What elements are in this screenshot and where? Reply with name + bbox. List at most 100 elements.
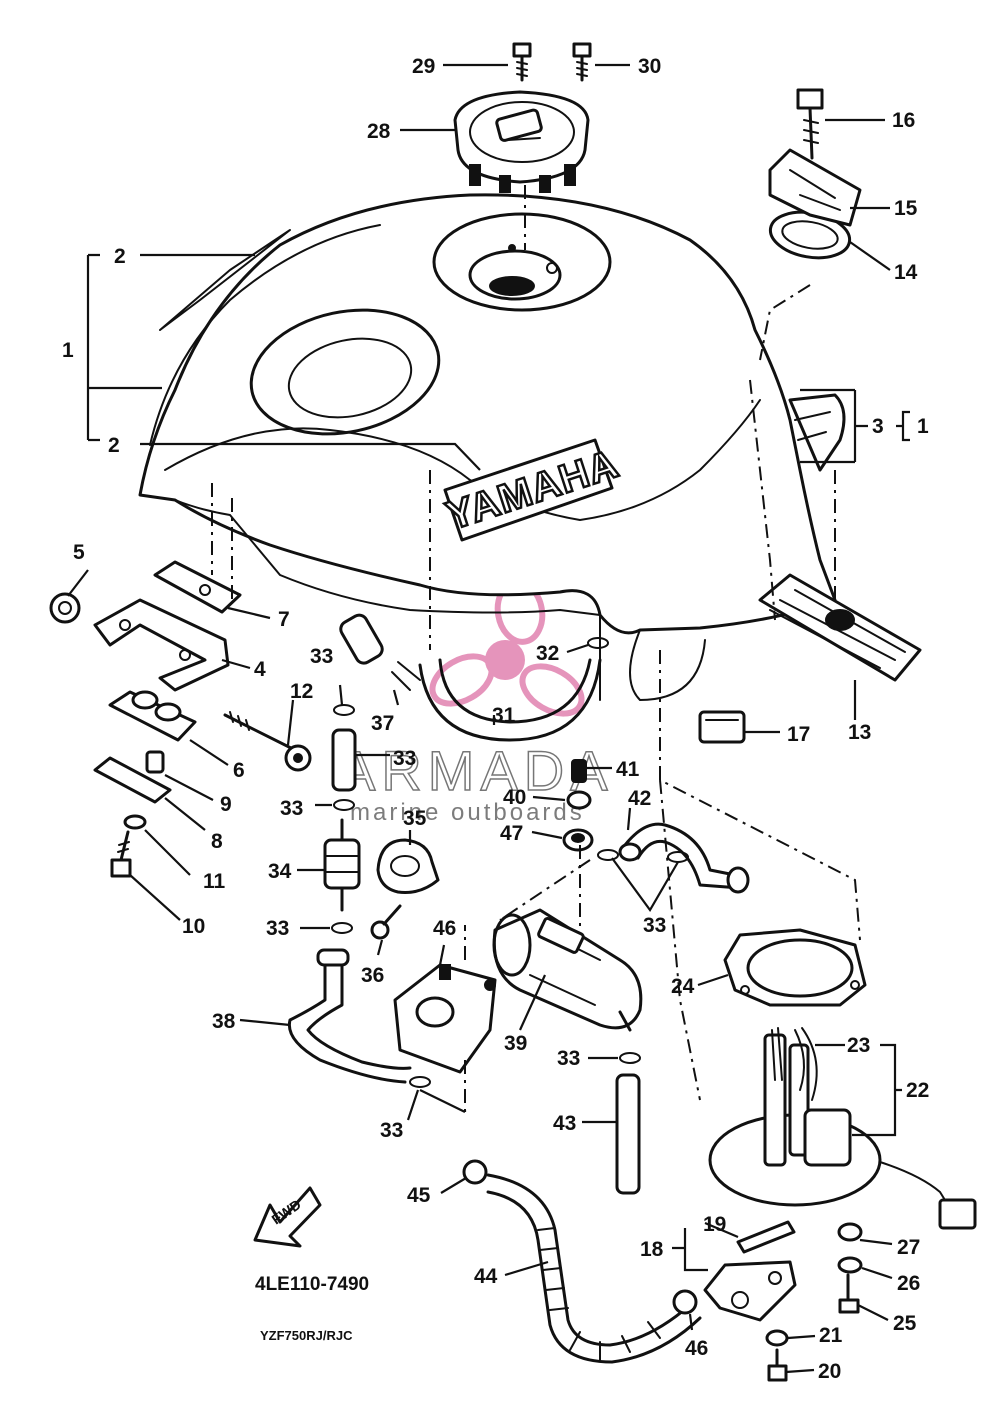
callout-36: 35 [403, 807, 427, 830]
callout-34: 33 [393, 747, 416, 770]
callout-21: 21 [819, 1324, 843, 1347]
watermark-propeller-logo [429, 579, 585, 717]
callout-33: 33 [310, 645, 333, 668]
screw-37 [370, 904, 402, 940]
callout-45: 44 [474, 1265, 498, 1288]
clip-46-a [462, 1159, 488, 1185]
gasket-19 [736, 1220, 796, 1254]
callout-18: 18 [640, 1238, 664, 1261]
clip-33-g [619, 1052, 641, 1064]
bolt-16 [796, 88, 824, 160]
callout-35: 34 [268, 860, 292, 883]
callout-2: 2 [114, 245, 126, 268]
callout-46: 45 [407, 1184, 431, 1207]
callout-24: 24 [671, 975, 695, 998]
tank-side-panel-right [788, 393, 846, 472]
callout-23: 23 [847, 1034, 870, 1057]
wire-leads-23 [771, 1027, 818, 1101]
callout-46: 46 [685, 1337, 708, 1360]
gauge-sensor-18 [703, 1260, 797, 1322]
callout-17: 17 [787, 723, 810, 746]
callout-26: 26 [897, 1272, 920, 1295]
hose-31 [418, 658, 602, 742]
gasket-24 [723, 928, 867, 1007]
callout-7: 7 [278, 608, 290, 631]
clip-33-a [333, 704, 355, 716]
callout-3: 3 [872, 415, 884, 438]
nut-42 [571, 759, 587, 783]
callout-39: 38 [212, 1010, 236, 1033]
washer-21 [765, 1329, 789, 1347]
callouts: 1 1 2 2 3 4 5 6 7 8 9 10 11 12 13 14 15 … [62, 55, 929, 1383]
washer-26 [837, 1256, 863, 1274]
callout-33: 33 [643, 914, 666, 937]
fuel-pump-40 [492, 908, 643, 1032]
callout-12: 12 [290, 680, 313, 703]
damper-17 [698, 710, 746, 744]
bolt-10 [110, 830, 132, 878]
clip-33-c [331, 922, 353, 934]
damper-6 [108, 690, 197, 742]
clip-33-e [597, 849, 619, 861]
callout-31: 31 [492, 704, 516, 727]
watermark: ARMADA marine outboards [337, 579, 614, 826]
callout-11: 11 [203, 870, 226, 893]
callout-6: 6 [233, 759, 245, 782]
plate-7 [153, 560, 242, 614]
callout-25: 25 [893, 1312, 917, 1335]
callout-40: 39 [504, 1032, 527, 1055]
sender-unit-22 [708, 1033, 977, 1230]
plate-8 [93, 756, 172, 804]
fuel-tank [138, 193, 837, 701]
forward-arrow: FWD [253, 1186, 322, 1248]
callout-4: 4 [254, 658, 266, 681]
callout-38: 37 [371, 712, 394, 735]
fuel-filter-35 [323, 818, 361, 912]
hose-45 [486, 1173, 702, 1364]
model-name: YZF750RJ/RJC [260, 1328, 353, 1343]
bracket-4 [93, 598, 230, 692]
callout-27: 27 [897, 1236, 920, 1259]
callout-42: 41 [616, 758, 640, 781]
callout-37: 36 [361, 964, 384, 987]
seal-ring-14 [768, 210, 852, 260]
callout-13: 13 [848, 721, 871, 744]
hose-39 [287, 948, 412, 1084]
callout-10: 10 [182, 915, 205, 938]
callout-9: 9 [220, 793, 232, 816]
callout-33: 33 [380, 1119, 403, 1142]
callout-48: 47 [500, 822, 523, 845]
callout-19: 19 [703, 1213, 726, 1236]
callout-43: 42 [628, 787, 651, 810]
fuel-cap [453, 90, 590, 193]
model-code: 4LE110-7490 [255, 1274, 369, 1295]
callout-15: 15 [894, 197, 918, 220]
hose-44 [615, 1073, 641, 1195]
callout-30: 30 [638, 55, 661, 78]
callout-33: 33 [280, 797, 303, 820]
bracket-47 [393, 963, 497, 1074]
callout-5: 5 [73, 541, 85, 564]
watermark-brand: ARMADA [338, 739, 614, 802]
callout-32: 32 [536, 642, 559, 665]
callout-47: 46 [433, 917, 456, 940]
clip-33-b [333, 799, 355, 811]
leader-lines [67, 63, 910, 1374]
watermark-tagline: marine outboards [350, 799, 585, 826]
clip-33-d [409, 1076, 431, 1088]
callout-41: 40 [503, 786, 526, 809]
grommet-48 [562, 828, 594, 852]
callout-20: 20 [818, 1360, 841, 1383]
bolt-20 [767, 1348, 788, 1382]
pad-13 [758, 573, 922, 682]
washer-41 [566, 790, 592, 810]
callout-1: 1 [62, 339, 74, 362]
callout-33: 33 [266, 917, 289, 940]
clip-46-b [672, 1289, 698, 1315]
washer-11 [123, 814, 147, 830]
callout-22: 22 [906, 1079, 929, 1102]
grommet-5 [49, 592, 81, 624]
hose-34 [331, 728, 357, 792]
callout-28: 28 [367, 120, 391, 143]
